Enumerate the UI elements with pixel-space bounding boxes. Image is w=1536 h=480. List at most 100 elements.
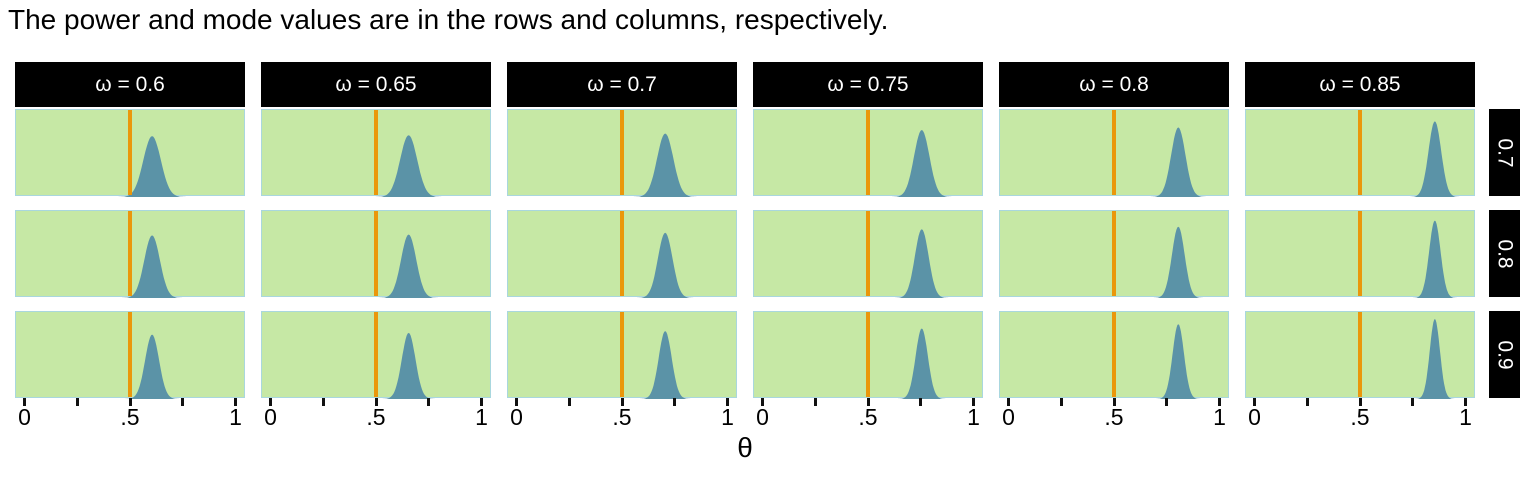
x-axis-tick [23,398,26,406]
density-curve [370,135,447,197]
x-axis-tick [866,398,870,406]
density-plot-area [117,235,188,298]
facet-row-strip: 0.7 [1489,109,1520,196]
x-axis-tick-label: 1 [721,404,734,430]
x-axis-tick [269,398,272,406]
x-axis-tick [673,398,677,406]
density-plot-area [120,334,184,399]
facet-panel-r3c5 [999,311,1229,399]
figure-title: The power and mode values are in the row… [8,4,889,35]
facet-panel-r1c4 [753,109,983,197]
reference-line [373,110,378,195]
reference-line [619,110,624,195]
x-axis-tick-label: 1 [1459,404,1472,430]
facet-panel-r3c4 [753,311,983,399]
facet-panel-r2c2 [261,210,491,298]
reference-line [127,110,132,195]
x-axis-tick [321,398,325,406]
x-axis-tick [567,398,571,406]
reference-line [619,312,624,397]
x-axis-tick [515,398,518,406]
x-axis-tick [761,398,764,406]
x-axis-tick-label: .5 [612,404,632,430]
x-axis-tick [1411,398,1415,406]
facet-panel-r1c2 [261,109,491,197]
facet-col-strip: ω = 0.7 [507,62,737,107]
x-axis-tick [1007,398,1010,406]
reference-line [1111,110,1116,195]
facet-col-strip: ω = 0.6 [15,62,245,107]
reference-line [865,211,870,296]
x-axis-tick-label: 1 [475,404,488,430]
reference-line [1357,211,1362,296]
facet-row-strip: 0.8 [1489,210,1520,297]
facet-col-strip-label: ω = 0.8 [1079,72,1149,96]
facet-panel-r1c1 [15,109,245,197]
density-curve [1412,319,1458,399]
x-axis-tick [1253,398,1256,406]
x-axis-tick-label: .5 [120,404,140,430]
facet-col-strip: ω = 0.85 [1245,62,1475,107]
x-axis-tick-label: 0 [264,404,277,430]
reference-line [1357,110,1362,195]
density-curve [1146,127,1211,197]
facet-panel-r2c6 [1245,210,1475,298]
x-axis-tick [1305,398,1309,406]
facet-col-strip-label: ω = 0.7 [587,72,657,96]
x-axis-tick [620,398,624,406]
density-plot-area [112,136,192,197]
density-plot-area [894,328,950,399]
x-axis-tick [1358,398,1362,406]
x-axis-tick [181,398,185,406]
reference-line [865,110,870,195]
facet-col-strip-label: ω = 0.65 [335,72,417,96]
facet-panel-r1c6 [1245,109,1475,197]
x-axis-tick-label: .5 [366,404,386,430]
density-curve [890,229,953,298]
density-plot-area [887,130,957,197]
density-plot-area [1149,226,1207,298]
x-axis-tick [75,398,79,406]
density-curve [1149,226,1207,298]
density-plot-area [1152,324,1204,399]
x-axis-tick-label: .5 [1350,404,1370,430]
x-axis-tick [1165,398,1169,406]
density-plot-area [1409,220,1461,298]
x-axis-tick [128,398,132,406]
facet-col-strip-label: ω = 0.85 [1319,72,1401,96]
x-axis-tick-label: 1 [967,404,980,430]
density-curve [378,332,440,399]
density-plot-area [1406,121,1464,197]
x-axis-tick-label: 1 [1213,404,1226,430]
x-axis-tick-label: 0 [1002,404,1015,430]
density-curve [117,235,188,298]
facet-col-strip: ω = 0.65 [261,62,491,107]
density-curve [1409,220,1461,298]
x-axis-tick [234,398,237,406]
x-axis-tick [1218,398,1221,406]
reference-line [373,211,378,296]
density-plot-area [378,332,440,399]
x-axis-tick [919,398,923,406]
x-axis-tick [1059,398,1063,406]
density-curve [112,136,192,197]
x-axis-tick-label: 0 [1248,404,1261,430]
facet-col-strip: ω = 0.75 [753,62,983,107]
facet-panel-r3c6 [1245,311,1475,399]
density-plot-area [1146,127,1211,197]
density-curve [632,232,699,298]
facet-panel-r3c2 [261,311,491,399]
density-curve [1406,121,1464,197]
reference-line [1111,312,1116,397]
x-axis-tick-label: 0 [756,404,769,430]
reference-line [127,312,132,397]
facet-panel-r3c3 [507,311,737,399]
density-plot-area [628,133,702,197]
facet-panel-r2c4 [753,210,983,298]
facet-panel-r2c1 [15,210,245,298]
facet-col-strip: ω = 0.8 [999,62,1229,107]
density-curve [635,331,695,399]
facet-panel-r1c3 [507,109,737,197]
x-axis-tick-label: 0 [510,404,523,430]
density-plot-area [632,232,699,298]
